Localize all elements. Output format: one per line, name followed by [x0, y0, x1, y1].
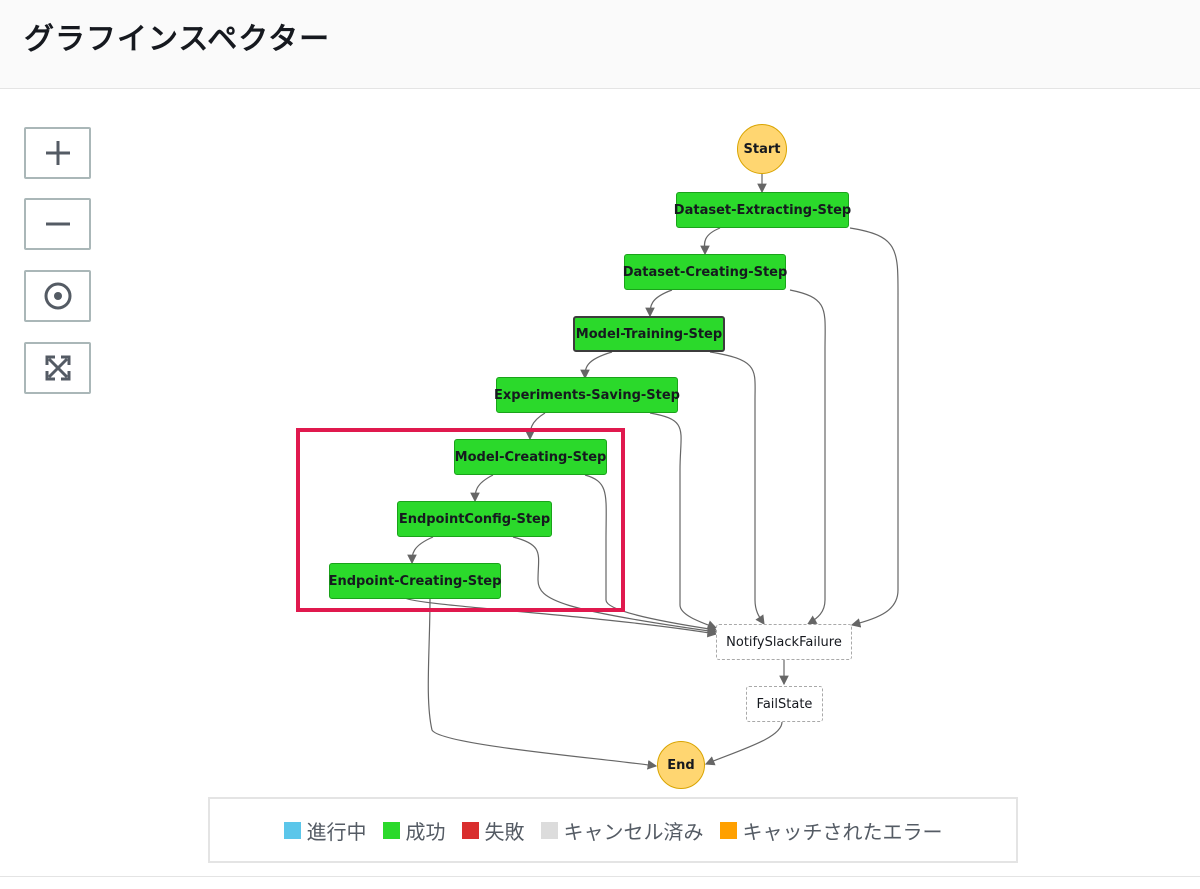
fail-state-node[interactable]: FailState — [746, 686, 823, 722]
model-training-step-node[interactable]: Model-Training-Step — [573, 316, 725, 352]
cancelled-swatch — [540, 821, 558, 839]
legend-label: 成功 — [405, 819, 446, 844]
center-button[interactable] — [24, 270, 91, 322]
graph-edges — [404, 174, 899, 770]
end-node[interactable]: End — [657, 741, 705, 789]
dataset-extracting-step-node[interactable]: Dataset-Extracting-Step — [674, 192, 851, 228]
header: グラフインスペクター — [0, 0, 1200, 89]
endpoint-config-step-node[interactable]: EndpointConfig-Step — [397, 501, 552, 537]
dataset-creating-step-node[interactable]: Dataset-Creating-Step — [623, 254, 787, 290]
endpoint-creating-step-node[interactable]: Endpoint-Creating-Step — [329, 563, 501, 599]
zoom-in-button[interactable] — [24, 127, 91, 179]
fit-screen-button[interactable] — [24, 342, 91, 394]
page-title: グラフインスペクター — [24, 22, 331, 57]
legend-label: 失敗 — [484, 819, 525, 844]
failed-swatch — [461, 821, 479, 839]
expand-icon — [45, 355, 70, 381]
legend-item-failed: 失敗 — [461, 816, 525, 845]
legend: 進行中 成功 失敗 キャンセル済み キャッチされたエラー — [208, 797, 1018, 863]
legend-label: キャッチされたエラー — [742, 819, 943, 844]
zoom-out-button[interactable] — [24, 198, 91, 250]
legend-label: 進行中 — [306, 819, 367, 844]
model-creating-step-node[interactable]: Model-Creating-Step — [454, 439, 607, 475]
legend-item-success: 成功 — [382, 816, 446, 845]
target-icon — [44, 282, 71, 310]
legend-item-cancelled: キャンセル済み — [540, 816, 704, 845]
footer-divider — [0, 876, 1200, 877]
highlight-box — [296, 428, 625, 612]
experiments-saving-step-node[interactable]: Experiments-Saving-Step — [494, 377, 680, 413]
in-progress-swatch — [283, 821, 301, 839]
notify-slack-failure-node[interactable]: NotifySlackFailure — [716, 624, 852, 660]
minus-icon — [45, 222, 70, 226]
plus-icon — [45, 141, 70, 165]
legend-label: キャンセル済み — [563, 819, 704, 844]
caught-error-swatch — [719, 821, 737, 839]
legend-item-in-progress: 進行中 — [283, 816, 367, 845]
success-swatch — [382, 821, 400, 839]
start-node[interactable]: Start — [737, 124, 787, 174]
legend-item-caught-error: キャッチされたエラー — [719, 816, 943, 845]
